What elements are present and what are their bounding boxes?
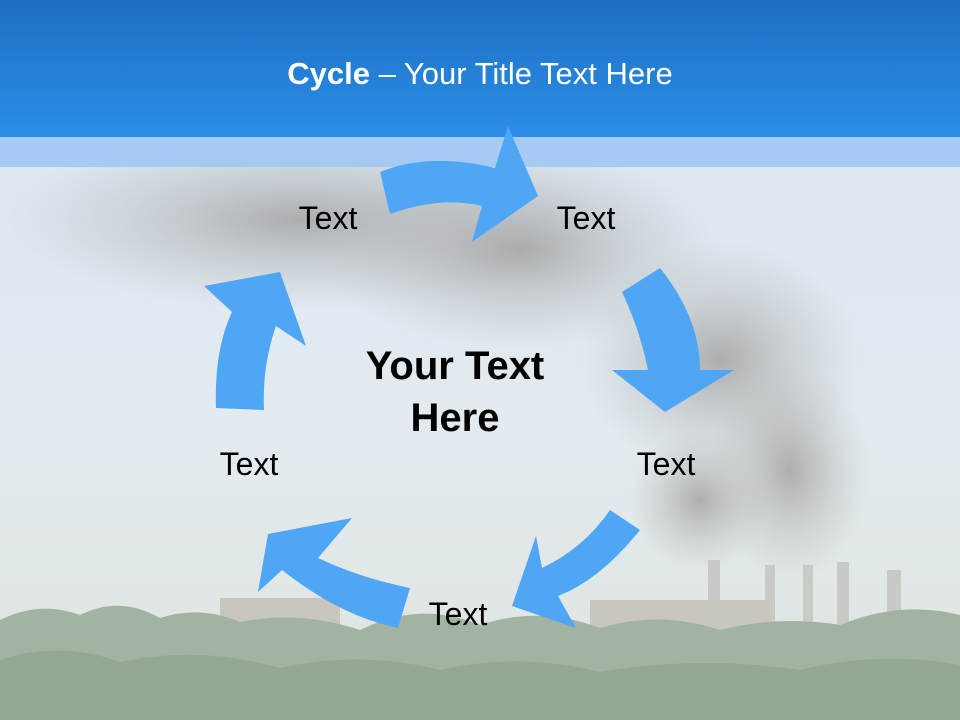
- title-bar: Cycle – Your Title Text Here: [0, 0, 960, 137]
- title-bold: Cycle: [287, 56, 370, 91]
- center-text-line-1: Your Text: [365, 344, 545, 388]
- header-band: [0, 137, 960, 167]
- slide-title: Cycle – Your Title Text Here: [0, 56, 960, 92]
- cycle-label-1: Text: [298, 200, 358, 236]
- cycle-arrow-2: [612, 268, 734, 412]
- cycle-arrow-5: [204, 272, 306, 410]
- title-rest: – Your Title Text Here: [370, 56, 673, 91]
- cycle-label-3: Text: [636, 446, 696, 482]
- center-text-line-2: Here: [410, 396, 500, 440]
- cycle-label-2: Text: [556, 200, 616, 236]
- cycle-arrow-3: [512, 510, 640, 628]
- cycle-label-5: Text: [219, 446, 279, 482]
- cycle-arrow-4: [258, 518, 410, 628]
- cycle-label-4: Text: [428, 596, 488, 632]
- cycle-arrow-1: [380, 126, 538, 242]
- center-text: Your Text Here: [330, 340, 580, 444]
